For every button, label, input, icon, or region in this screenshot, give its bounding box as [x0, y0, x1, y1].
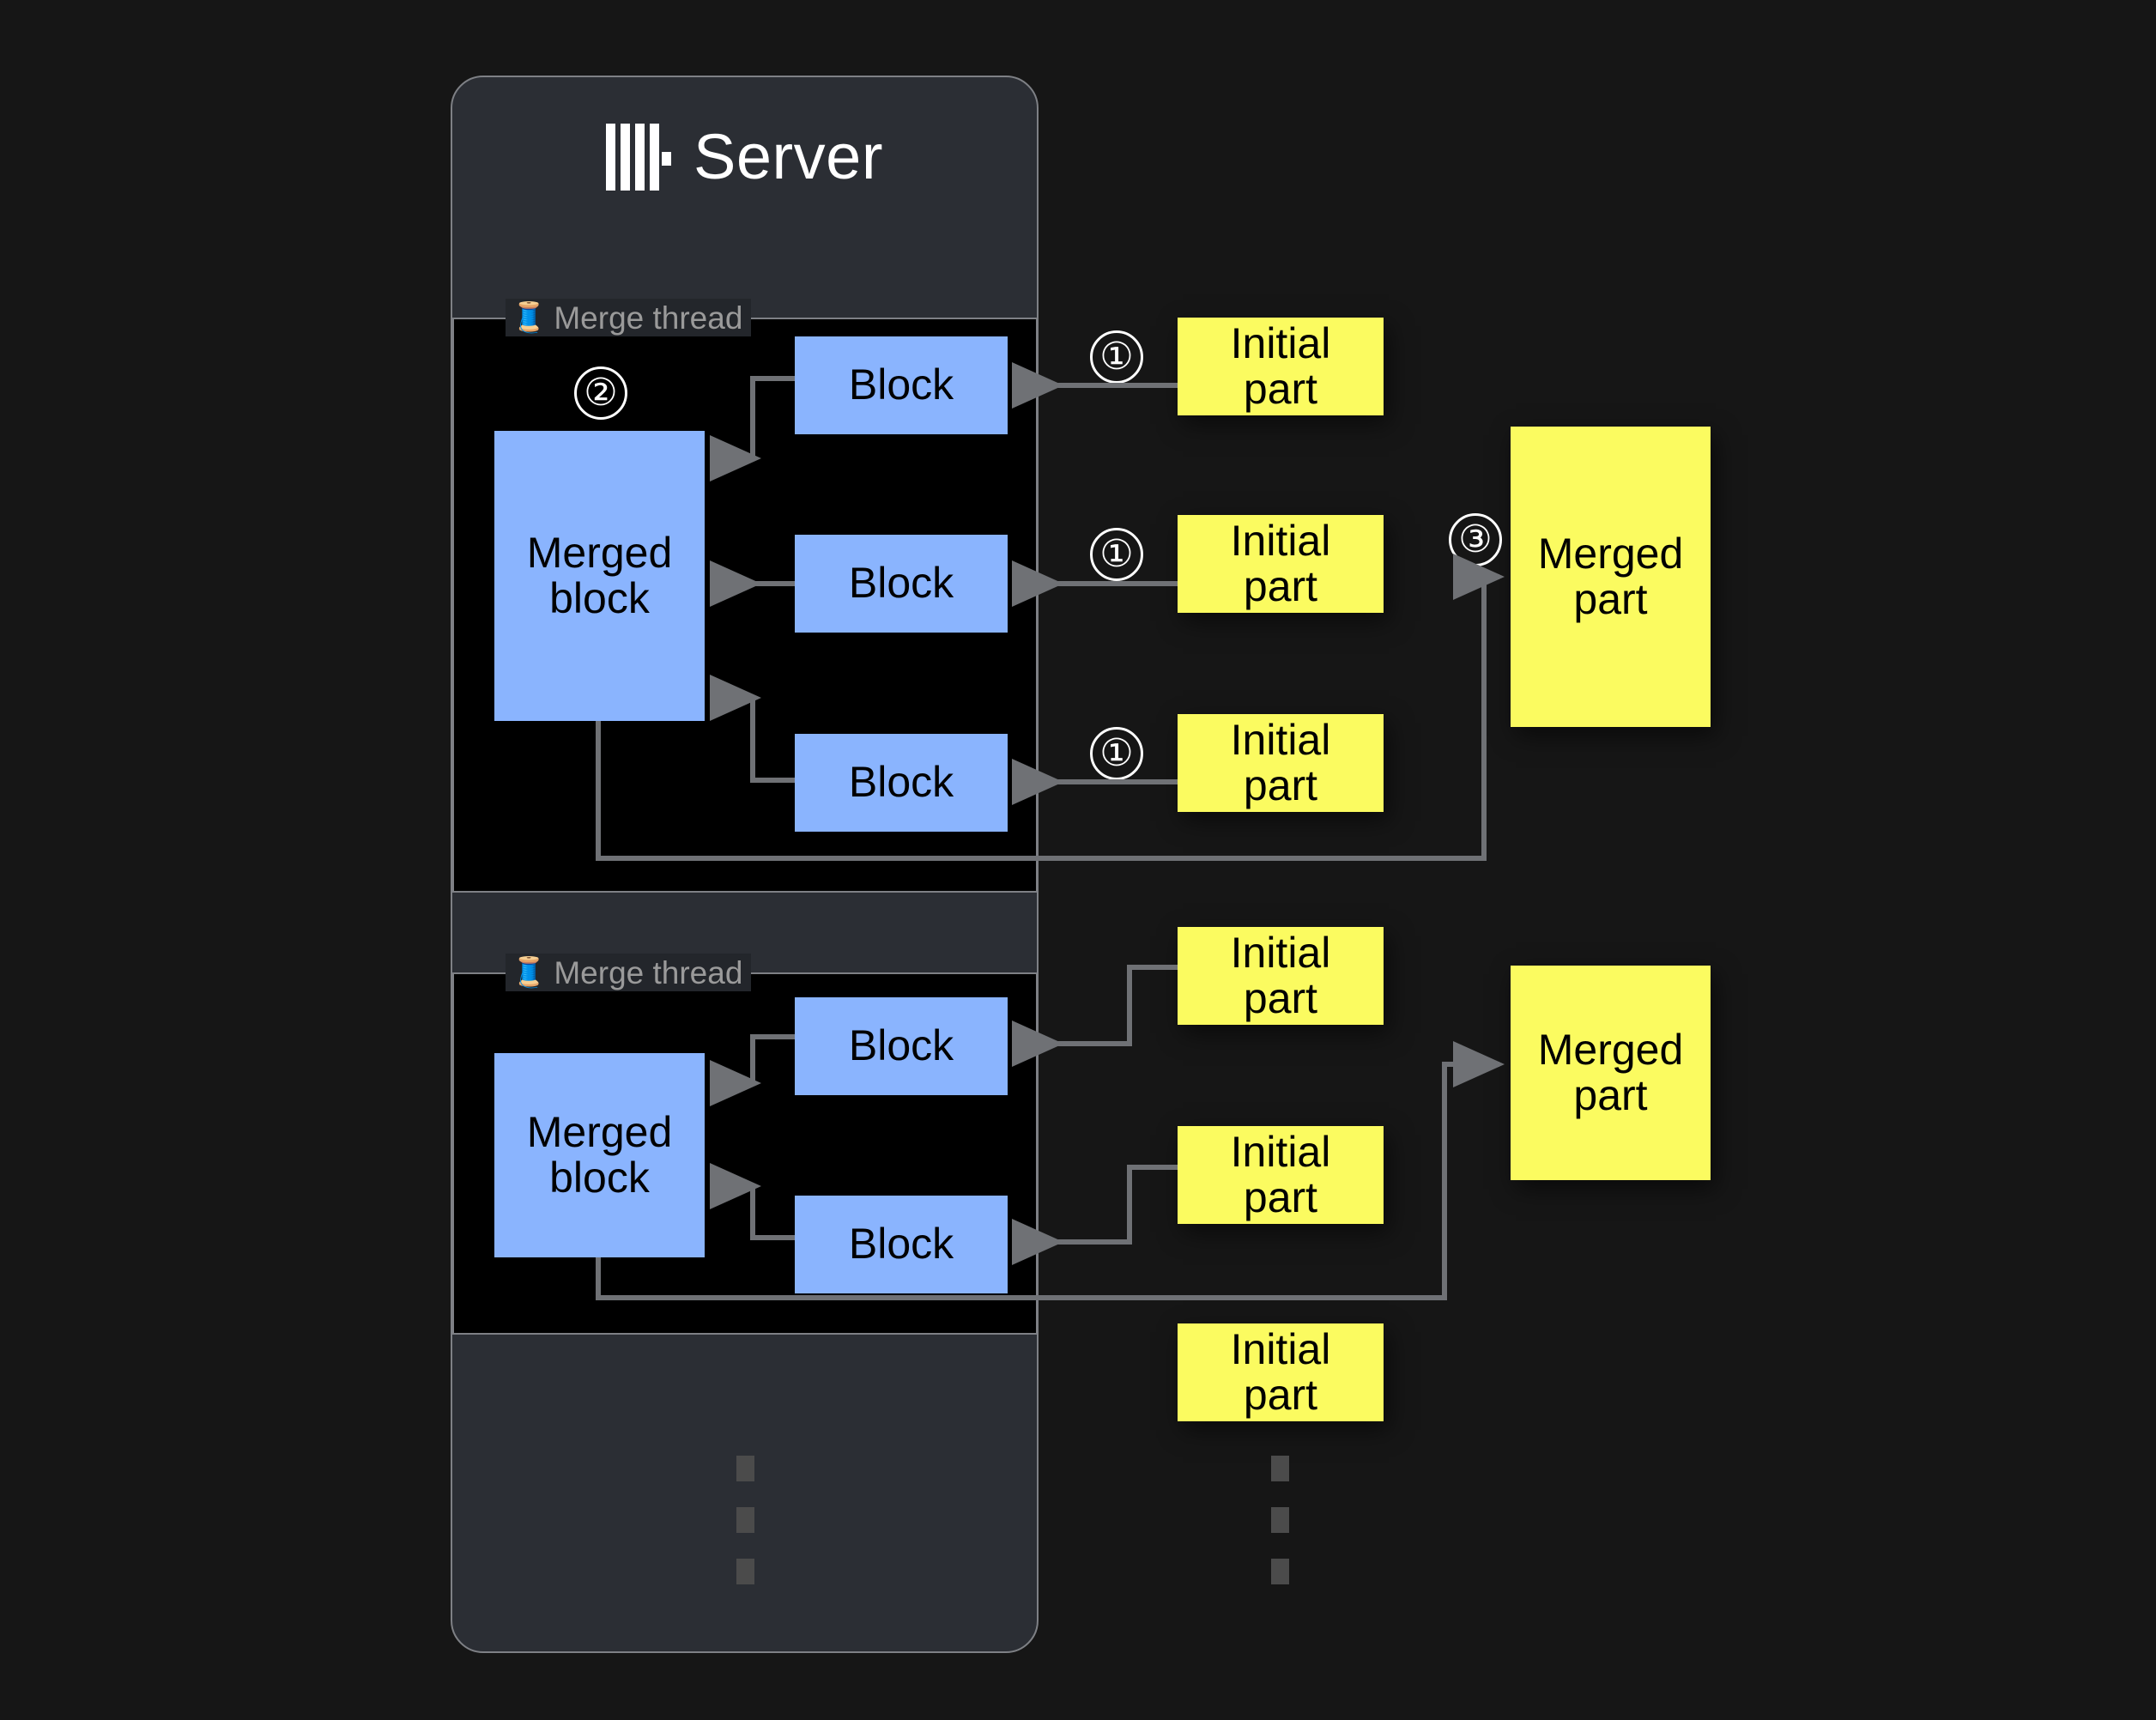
initial-part-5-line1: Initial — [1230, 1127, 1331, 1176]
merged-part-2-line1: Merged — [1537, 1025, 1684, 1074]
initial-part-4-line1: Initial — [1230, 928, 1331, 977]
initial-part-6-line2: part — [1243, 1371, 1318, 1419]
initial-part-5-line2: part — [1243, 1173, 1318, 1221]
merged-block-2-line2: block — [549, 1154, 650, 1202]
merged-block-1-line1: Merged — [526, 528, 673, 577]
merged-block-1: Merged block — [494, 431, 705, 721]
merged-block-2-line1: Merged — [526, 1107, 673, 1156]
step-marker-3: ③ — [1449, 513, 1502, 566]
merged-block-2: Merged block — [494, 1053, 705, 1257]
merged-part-1-line2: part — [1573, 575, 1648, 623]
step-marker-1-a: ① — [1090, 330, 1143, 384]
initial-part-5: Initial part — [1178, 1126, 1384, 1224]
block-1-3: Block — [795, 734, 1008, 832]
step-marker-2: ② — [574, 366, 627, 420]
initial-part-4: Initial part — [1178, 927, 1384, 1025]
initial-part-6: Initial part — [1178, 1323, 1384, 1421]
parts-column-ellipsis — [1271, 1456, 1289, 1584]
clickhouse-logo-icon — [606, 124, 672, 191]
step-marker-1-b: ① — [1090, 528, 1143, 581]
thread-spool-icon: 🧵 — [511, 301, 548, 334]
initial-part-1-line2: part — [1243, 365, 1318, 413]
wire-part4-to-block4 — [1012, 965, 1178, 1067]
block-1-1: Block — [795, 336, 1008, 434]
merge-thread-label-1: 🧵 Merge thread — [506, 299, 752, 336]
step-marker-1-c: ① — [1090, 727, 1143, 780]
merged-part-1-line1: Merged — [1537, 529, 1684, 578]
merged-part-2-line2: part — [1573, 1071, 1648, 1119]
merged-part-2: Merged part — [1511, 966, 1711, 1180]
server-title-label: Server — [693, 121, 883, 192]
merge-thread-label-2: 🧵 Merge thread — [506, 954, 752, 991]
block-1-2: Block — [795, 535, 1008, 633]
initial-part-6-line1: Initial — [1230, 1324, 1331, 1373]
initial-part-3-line1: Initial — [1230, 715, 1331, 764]
initial-part-2: Initial part — [1178, 515, 1384, 613]
merged-block-1-line2: block — [549, 574, 650, 622]
initial-part-3: Initial part — [1178, 714, 1384, 812]
block-2-1: Block — [795, 997, 1008, 1095]
initial-part-3-line2: part — [1243, 761, 1318, 809]
merge-thread-label-text: Merge thread — [554, 300, 743, 336]
thread-spool-icon: 🧵 — [511, 956, 548, 989]
merged-part-1: Merged part — [1511, 427, 1711, 727]
server-title: Server — [451, 110, 1039, 204]
wire-part5-to-block5 — [1012, 1165, 1178, 1265]
server-column-ellipsis — [736, 1456, 754, 1584]
merge-thread-label-text: Merge thread — [554, 954, 743, 990]
initial-part-2-line1: Initial — [1230, 516, 1331, 565]
initial-part-1-line1: Initial — [1230, 318, 1331, 367]
block-2-2: Block — [795, 1196, 1008, 1293]
initial-part-1: Initial part — [1178, 318, 1384, 415]
initial-part-2-line2: part — [1243, 562, 1318, 610]
initial-part-4-line2: part — [1243, 974, 1318, 1022]
